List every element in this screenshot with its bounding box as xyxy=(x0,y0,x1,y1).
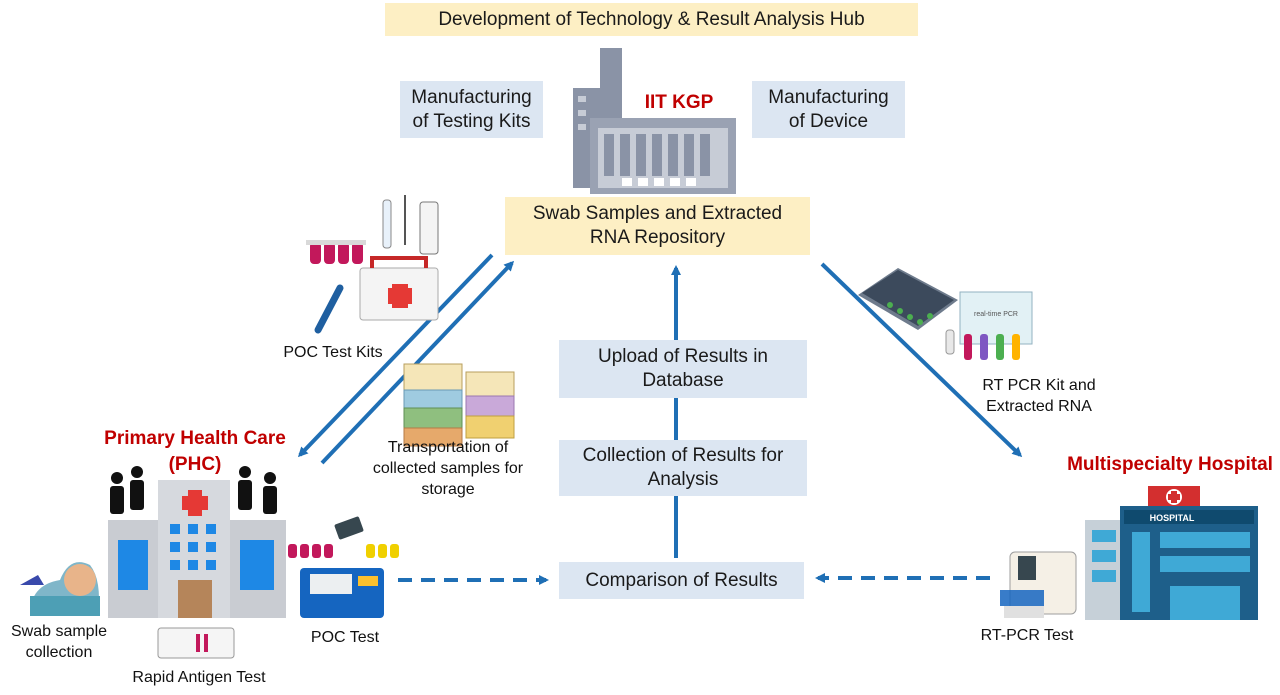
phc-title: Primary Health Care (PHC) xyxy=(104,428,286,475)
repository-box: Swab Samples and Extracted RNA Repositor… xyxy=(505,197,810,255)
pcr-screen-text: real-time PCR xyxy=(974,311,1018,318)
poc-test-kits-label: POC Test Kits xyxy=(283,344,383,361)
hospital-sign: HOSPITAL xyxy=(1150,513,1195,523)
hospital-title: Multispecialty Hospital xyxy=(1067,454,1273,475)
arrow-repository-to-phc xyxy=(297,253,494,458)
transportation-label: Transportation of collected samples for … xyxy=(372,439,524,498)
swab-collection-label: Swab sample collection xyxy=(10,623,108,661)
rapid-antigen-label: Rapid Antigen Test xyxy=(132,669,266,686)
arrow-phc-to-repository xyxy=(320,260,515,465)
manufacturing-kits-box: Manufacturing of Testing Kits xyxy=(400,81,543,138)
hub-title: Development of Technology & Result Analy… xyxy=(385,3,918,36)
comparison-results-box: Comparison of Results xyxy=(559,562,804,599)
upload-results-box: Upload of Results in Database xyxy=(559,340,807,398)
collection-results-box: Collection of Results for Analysis xyxy=(559,440,807,496)
poc-test-label: POC Test xyxy=(310,629,380,646)
iit-label: IIT KGP xyxy=(644,92,714,113)
rt-pcr-kit-label: RT PCR Kit and Extracted RNA xyxy=(982,377,1096,415)
arrow-repository-to-hospital xyxy=(820,262,1023,458)
rt-pcr-test-label: RT-PCR Test xyxy=(980,627,1074,644)
manufacturing-device-box: Manufacturing of Device xyxy=(752,81,905,138)
